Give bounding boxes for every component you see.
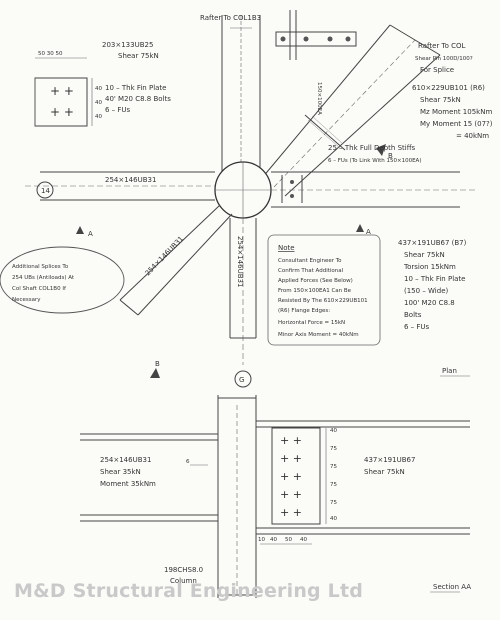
dim-vert-3: 40 bbox=[95, 114, 102, 120]
splices-line-4: Necessary bbox=[12, 297, 41, 303]
ub437-note-5: 100' M20 C8.8 bbox=[404, 299, 455, 307]
sec-weld-symbol: 6 bbox=[186, 459, 190, 465]
label-section-a-right: A bbox=[366, 228, 371, 236]
label-my-moment: My Moment 15 (07?) bbox=[420, 120, 493, 128]
label-grid-14: 14 bbox=[41, 187, 50, 195]
ub437-note-6: Bolts bbox=[404, 311, 422, 319]
label-fus-stiff: 6 – FUs (To Link With 150×100EA) bbox=[328, 158, 421, 164]
note-line-7: Horizontal Force = 15kN bbox=[278, 320, 345, 326]
sec-ub254-shear: Shear 35kN bbox=[100, 468, 141, 476]
sec-dim-r-5: 75 bbox=[330, 500, 337, 506]
central-node bbox=[214, 161, 272, 219]
label-dim-top-left: 50 30 50 bbox=[38, 51, 63, 57]
note-line-8: Minor Axis Moment = 40kNm bbox=[278, 332, 359, 338]
ub437-note-4: (150 – Wide) bbox=[404, 287, 449, 295]
sec-dim-r-2: 75 bbox=[330, 446, 337, 452]
note-line-3: Applied Forces (See Below) bbox=[278, 278, 353, 284]
label-section-b-top: B bbox=[388, 152, 393, 160]
sec-dim-r-6: 40 bbox=[330, 516, 337, 522]
label-plate-note-3: 6 – FUs bbox=[105, 106, 131, 114]
section-b-top-arrow bbox=[376, 144, 386, 156]
label-ub254-left: 254×146UB31 bbox=[105, 176, 156, 184]
lower-vertical-254ub bbox=[229, 218, 257, 365]
top-splice-plate bbox=[275, 10, 357, 60]
section-b-bottom-arrow bbox=[150, 368, 160, 378]
label-ub254-down: 254×146UB31 bbox=[236, 236, 244, 287]
label-diag-stiff: 25 – Thk Full Depth Stiffs bbox=[328, 144, 416, 152]
svg-text:+ +: + + bbox=[280, 488, 302, 501]
sec-dim-b-3: 50 bbox=[285, 537, 292, 543]
label-my-moment-2: = 40kNm bbox=[456, 132, 489, 140]
left-plate-detail: + + + + bbox=[34, 57, 93, 127]
sec-ub254-moment: Moment 35kNm bbox=[100, 480, 156, 488]
sec-dim-b-2: 40 bbox=[270, 537, 277, 543]
section-a-left-arrow bbox=[76, 226, 84, 234]
section-a-right-arrow bbox=[356, 224, 364, 232]
ub437-note-1: Shear 75kN bbox=[404, 251, 445, 259]
diagonal-254ub-lower-left bbox=[119, 204, 233, 316]
note-line-2: Confirm That Additional bbox=[278, 268, 344, 274]
sec-dim-r-3: 75 bbox=[330, 464, 337, 470]
sec-dim-r-4: 75 bbox=[330, 482, 337, 488]
label-section-b-bottom: B bbox=[155, 360, 160, 368]
svg-text:+ +: + + bbox=[280, 452, 302, 465]
svg-text:+ +: + + bbox=[280, 470, 302, 483]
company-watermark: M&D Structural Engineering Ltd bbox=[14, 580, 364, 602]
label-splice-2: For Splice bbox=[420, 66, 454, 74]
sec-dim-r-1: 40 bbox=[330, 428, 337, 434]
note-title: Note bbox=[278, 244, 295, 252]
label-ub150: 150×100EA bbox=[316, 82, 322, 115]
label-ub437-size: 437×191UB67 (B7) bbox=[398, 239, 467, 247]
sec-ub437-size: 437×191UB67 bbox=[364, 456, 415, 464]
svg-text:+ +: + + bbox=[50, 84, 74, 98]
label-splice-1: Shear Pin 100D/100? bbox=[415, 56, 473, 62]
label-ub610-shear: Shear 75kN bbox=[420, 96, 461, 104]
splices-line-3: Col Shaft COL1B0 If bbox=[12, 286, 67, 292]
plan-title: Plan bbox=[442, 367, 457, 375]
label-mz-moment: Mz Moment 105kNm bbox=[420, 108, 492, 116]
section-title: Section AA bbox=[433, 583, 471, 591]
note-line-5: Resisted By The 610×229UB101 bbox=[278, 298, 368, 304]
top-column-member bbox=[221, 15, 261, 178]
section-aa-left-beam bbox=[80, 433, 218, 522]
label-plate-note-1: 10 – Thk Fin Plate bbox=[105, 84, 166, 92]
splices-line-1: Additional Splices To bbox=[12, 264, 69, 270]
svg-text:+ +: + + bbox=[50, 105, 74, 119]
dim-vert-1: 40 bbox=[95, 86, 102, 92]
ub437-note-3: 10 – Thk Fin Plate bbox=[404, 275, 465, 283]
label-section-a-left: A bbox=[88, 230, 93, 238]
label-plate-note-2: 40' M20 C8.8 Bolts bbox=[105, 95, 171, 103]
svg-text:+ +: + + bbox=[280, 434, 302, 447]
note-line-6: (R6) Flange Edges: bbox=[278, 308, 330, 314]
sec-dim-b-1: 10 bbox=[258, 537, 265, 543]
sec-column-label: Column bbox=[170, 577, 197, 585]
note-line-1: Consultant Engineer To bbox=[278, 258, 342, 264]
ub437-note-2: Torsion 15kNm bbox=[403, 263, 456, 271]
label-ub-top-shear: Shear 75kN bbox=[118, 52, 159, 60]
section-aa-right-beam: + + + + + + + + + + bbox=[256, 420, 470, 545]
sec-dim-b-4: 40 bbox=[300, 537, 307, 543]
diagonal-610ub bbox=[261, 24, 441, 197]
splices-line-2: 254 UBs (Antiloads) At bbox=[12, 275, 75, 281]
label-rafter-right: Rafter To COL bbox=[418, 42, 465, 50]
label-ub-top-size: 203×133UB25 bbox=[102, 41, 153, 49]
label-to-column: Rafter To COL1B3 bbox=[200, 14, 261, 22]
ub437-note-7: 6 – FUs bbox=[404, 323, 430, 331]
note-box bbox=[267, 234, 381, 346]
section-aa-column bbox=[217, 395, 257, 598]
label-grid-g: G bbox=[239, 376, 244, 384]
sec-column-size: 198CHS8.0 bbox=[164, 566, 203, 574]
additional-splices-cloud bbox=[0, 246, 125, 314]
svg-text:+ +: + + bbox=[280, 506, 302, 519]
sec-ub437-shear: Shear 75kN bbox=[364, 468, 405, 476]
label-ub610-size: 610×229UB101 (R6) bbox=[412, 84, 485, 92]
sec-ub254-size: 254×146UB31 bbox=[100, 456, 151, 464]
left-beam-254ub bbox=[25, 171, 215, 201]
dim-vert-2: 40 bbox=[95, 100, 102, 106]
right-beam-437ub bbox=[271, 171, 475, 208]
note-line-4: From 150×100EA1 Can Be bbox=[278, 288, 352, 294]
